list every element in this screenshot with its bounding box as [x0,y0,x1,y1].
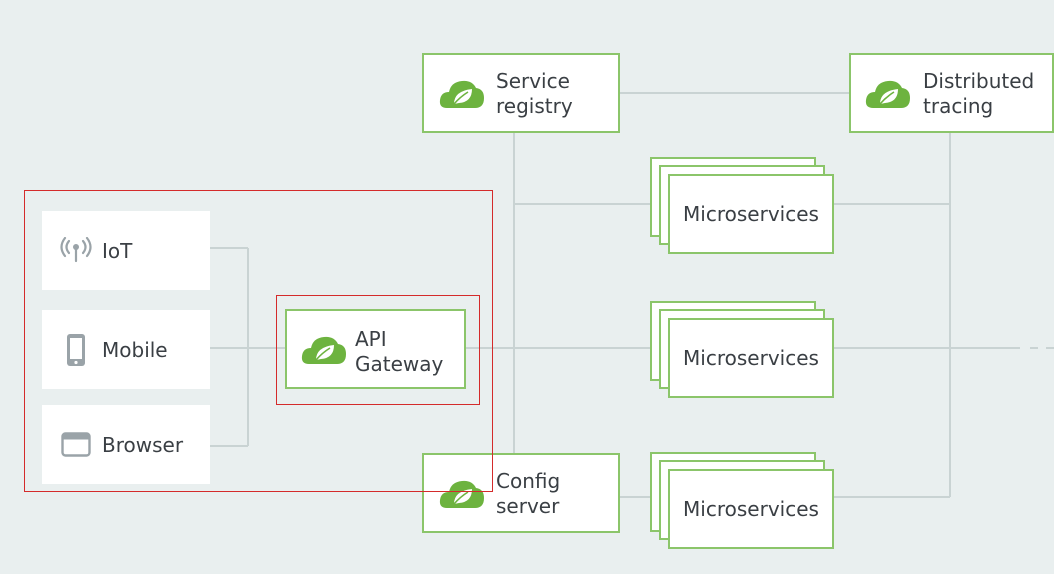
microservice-card-front: Microservices [668,174,834,254]
config-server-line2: server [496,494,560,518]
gateway-label-line1: API [355,327,387,351]
api-gateway-box: API Gateway [285,309,466,389]
microservices-stack-1: Microservices [650,157,836,257]
service-registry-line1: Service [496,69,570,93]
clients-highlight-box [24,190,493,492]
distributed-tracing-label: Distributed tracing [923,69,1034,119]
service-registry-box: Service registry [422,53,620,133]
config-server-line1: Config [496,469,561,493]
distributed-tracing-box: Distributed tracing [849,53,1054,133]
distributed-tracing-line1: Distributed [923,69,1035,93]
microservice-card-front: Microservices [668,469,834,549]
browser-window-icon [60,429,92,461]
client-label-browser: Browser [102,432,184,457]
service-registry-label: Service registry [496,69,573,119]
spring-leaf-icon [301,333,347,373]
spring-leaf-icon [865,77,911,117]
microservice-card-front: Microservices [668,318,834,398]
config-server-label: Config server [496,469,560,519]
distributed-tracing-line2: tracing [923,94,994,118]
client-label-mobile: Mobile [102,337,168,362]
client-label-iot: IoT [102,238,133,263]
microservices-stack-2: Microservices [650,301,836,401]
microservices-label-3: Microservices [683,497,819,521]
client-iot: IoT [42,211,210,290]
microservices-label-1: Microservices [683,202,819,226]
gateway-label-line2: Gateway [355,352,444,376]
mobile-phone-icon [60,333,92,366]
config-server-box: Config server [422,453,620,533]
spring-leaf-icon [439,477,485,517]
spring-leaf-icon [439,77,485,117]
iot-antenna-icon [60,235,92,267]
microservices-label-2: Microservices [683,346,819,370]
gateway-label: API Gateway [355,327,443,377]
client-mobile: Mobile [42,310,210,389]
service-registry-line2: registry [496,94,573,118]
client-browser: Browser [42,405,210,484]
microservices-stack-3: Microservices [650,452,836,552]
gateway-highlight-box [276,295,480,405]
